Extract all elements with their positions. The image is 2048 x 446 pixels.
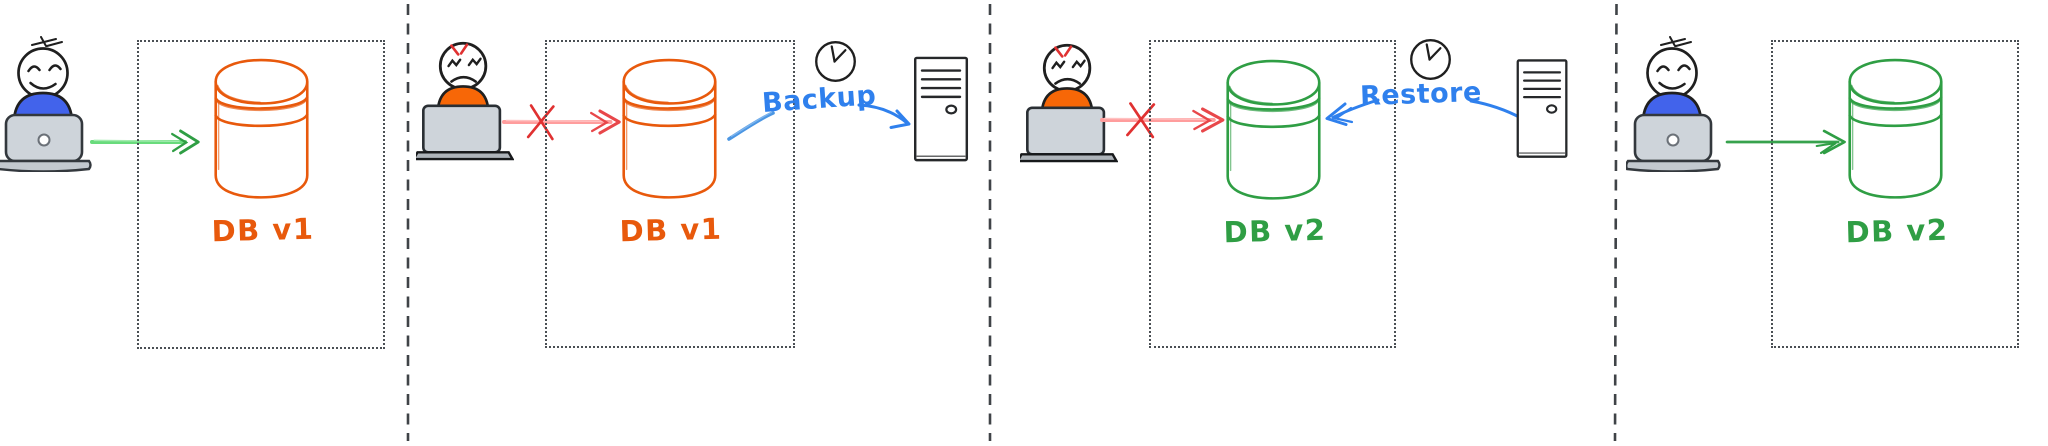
- angry-user-at-laptop-icon: [416, 36, 514, 162]
- database-cylinder-icon: [208, 55, 314, 201]
- blue-arrow-icon: [1325, 98, 1380, 126]
- server-tower-icon: [912, 55, 971, 164]
- panel-divider: [1613, 3, 1618, 442]
- database-label: DB v1: [619, 211, 723, 249]
- database-cylinder-icon: [1842, 55, 1948, 201]
- database-cylinder-icon: [1220, 56, 1326, 202]
- server-tower-icon: [1515, 55, 1570, 163]
- happy-user-at-laptop-icon: [1626, 36, 1728, 172]
- panel-divider: [988, 4, 992, 441]
- clock-icon: [812, 38, 859, 85]
- database-label: DB v2: [1223, 212, 1327, 250]
- happy-user-at-laptop-icon: [0, 36, 98, 172]
- database-boundary-box: [137, 40, 385, 349]
- database-label: DB v2: [1845, 212, 1949, 250]
- database-boundary-box: [1771, 40, 2019, 348]
- clock-icon: [1407, 36, 1454, 83]
- database-boundary-box: [1149, 40, 1396, 348]
- blue-connector-line: [727, 111, 775, 141]
- database-label: DB v1: [211, 211, 315, 249]
- panel-divider: [406, 4, 410, 441]
- database-boundary-box: [545, 40, 795, 348]
- blue-arrow-icon: [857, 103, 911, 129]
- database-cylinder-icon: [616, 55, 722, 201]
